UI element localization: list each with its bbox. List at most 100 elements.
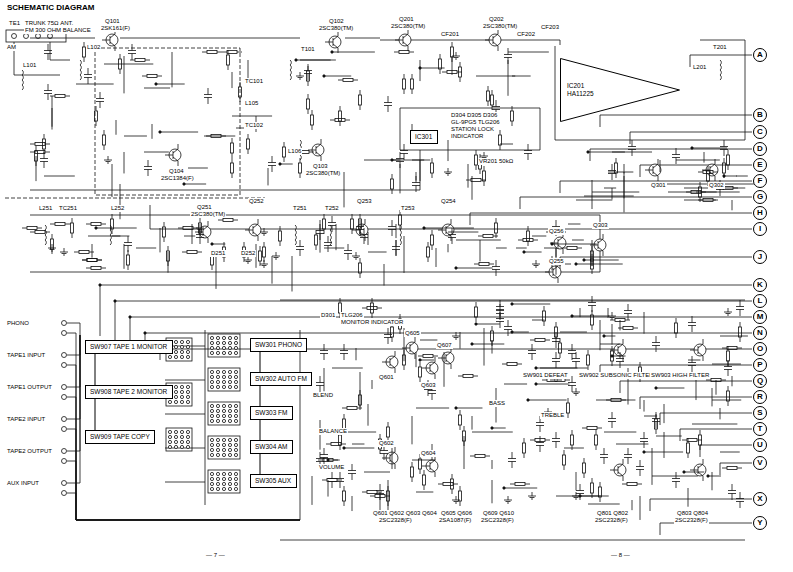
capacitor-symbol — [428, 390, 436, 391]
resistor-lead — [394, 52, 399, 53]
transistor-lead — [653, 159, 658, 168]
junction-dot — [129, 316, 131, 318]
part-label: TC102 — [244, 122, 264, 129]
resistor-lead — [82, 260, 87, 261]
switch-contact — [210, 438, 213, 441]
resistor-lead — [248, 149, 249, 154]
connector-tag: X — [753, 492, 767, 506]
switch-contact — [228, 453, 231, 456]
switch-contact — [228, 419, 231, 422]
switch-contact — [222, 438, 225, 441]
capacitor-lead — [620, 352, 621, 359]
capacitor-lead — [676, 158, 677, 165]
capacitor-symbol — [536, 422, 544, 423]
ground-lead — [536, 260, 537, 264]
resistor-lead — [700, 182, 701, 187]
capacitor-lead — [496, 260, 497, 267]
capacitor-symbol — [412, 182, 420, 183]
switch-contact — [228, 351, 231, 354]
wire — [412, 416, 413, 444]
switch-box: SW301 PHONO — [250, 338, 307, 352]
transistor-lead — [610, 470, 618, 471]
resistor-lead — [452, 42, 453, 47]
ground-symbol — [610, 317, 615, 318]
wire — [712, 388, 713, 406]
resistor-symbol — [543, 311, 546, 321]
resistor-lead — [478, 236, 483, 237]
wire — [352, 496, 353, 511]
wire — [400, 164, 401, 193]
node-text: I — [754, 223, 766, 235]
resistor-lead — [612, 361, 613, 366]
resistor-lead — [496, 233, 497, 238]
resistor-lead — [637, 484, 642, 485]
resistor-symbol — [311, 115, 314, 125]
ground-lead — [300, 72, 301, 76]
ground-symbol — [107, 163, 109, 164]
capacitor-lead — [528, 144, 529, 151]
switch-contact — [186, 400, 189, 403]
capacitor-lead — [676, 482, 677, 489]
wire — [512, 332, 529, 333]
part-label: Q251 — [196, 204, 213, 211]
part-label: Q253 — [356, 198, 373, 205]
resistor-lead — [420, 362, 421, 367]
switch-contact — [216, 482, 219, 485]
resistor-lead — [237, 52, 242, 53]
capacitor-lead — [556, 342, 557, 349]
resistor-lead — [96, 121, 97, 126]
switch-contact — [234, 380, 237, 383]
switch-contact — [210, 448, 213, 451]
wire — [67, 333, 300, 520]
transistor-lead — [390, 447, 395, 456]
ground-symbol — [199, 231, 201, 232]
ground-symbol — [572, 392, 580, 393]
junction-dot — [455, 407, 457, 409]
capacitor-lead — [540, 446, 541, 453]
switch-contact — [210, 341, 213, 344]
switch-contact — [228, 380, 231, 383]
resistor-symbol — [35, 143, 45, 146]
junction-dot — [527, 399, 529, 401]
connector-tag: B — [753, 108, 767, 122]
junction-dot — [707, 475, 709, 477]
resistor-lead — [280, 226, 281, 231]
capacitor-symbol — [672, 154, 680, 155]
resistor-lead — [572, 430, 573, 435]
resistor-symbol — [587, 427, 597, 430]
resistor-symbol — [55, 95, 65, 98]
wire — [145, 333, 752, 354]
transistor-lead — [390, 364, 395, 373]
resistor-lead — [340, 121, 341, 126]
ground-symbol — [244, 260, 252, 261]
resistor-lead — [44, 149, 45, 154]
capacitor-lead — [332, 472, 333, 479]
wire — [130, 317, 752, 348]
wire — [152, 124, 153, 139]
connector-tag: O — [753, 342, 767, 356]
resistor-lead — [656, 429, 657, 434]
capacitor-symbol — [316, 230, 324, 231]
resistor-lead — [409, 52, 414, 53]
ground-symbol — [262, 265, 267, 266]
capacitor-symbol — [624, 310, 632, 311]
coil-symbol — [22, 70, 23, 90]
resistor-lead — [232, 138, 233, 143]
resistor-symbol — [239, 87, 242, 97]
wire — [112, 236, 129, 237]
wire — [14, 42, 60, 75]
switch-contact — [234, 453, 237, 456]
transistor-lead — [430, 370, 435, 379]
resistor-symbol — [231, 163, 234, 173]
resistor-lead — [344, 414, 345, 419]
switch-contact — [210, 477, 213, 480]
node-text: B — [754, 109, 766, 121]
resistor-lead — [618, 328, 623, 329]
resistor-symbol — [591, 315, 594, 325]
resistor-lead — [130, 60, 135, 61]
resistor-lead — [200, 218, 201, 223]
resistor-lead — [640, 362, 641, 367]
junction-dot — [279, 163, 281, 165]
switch-contact — [222, 448, 225, 451]
